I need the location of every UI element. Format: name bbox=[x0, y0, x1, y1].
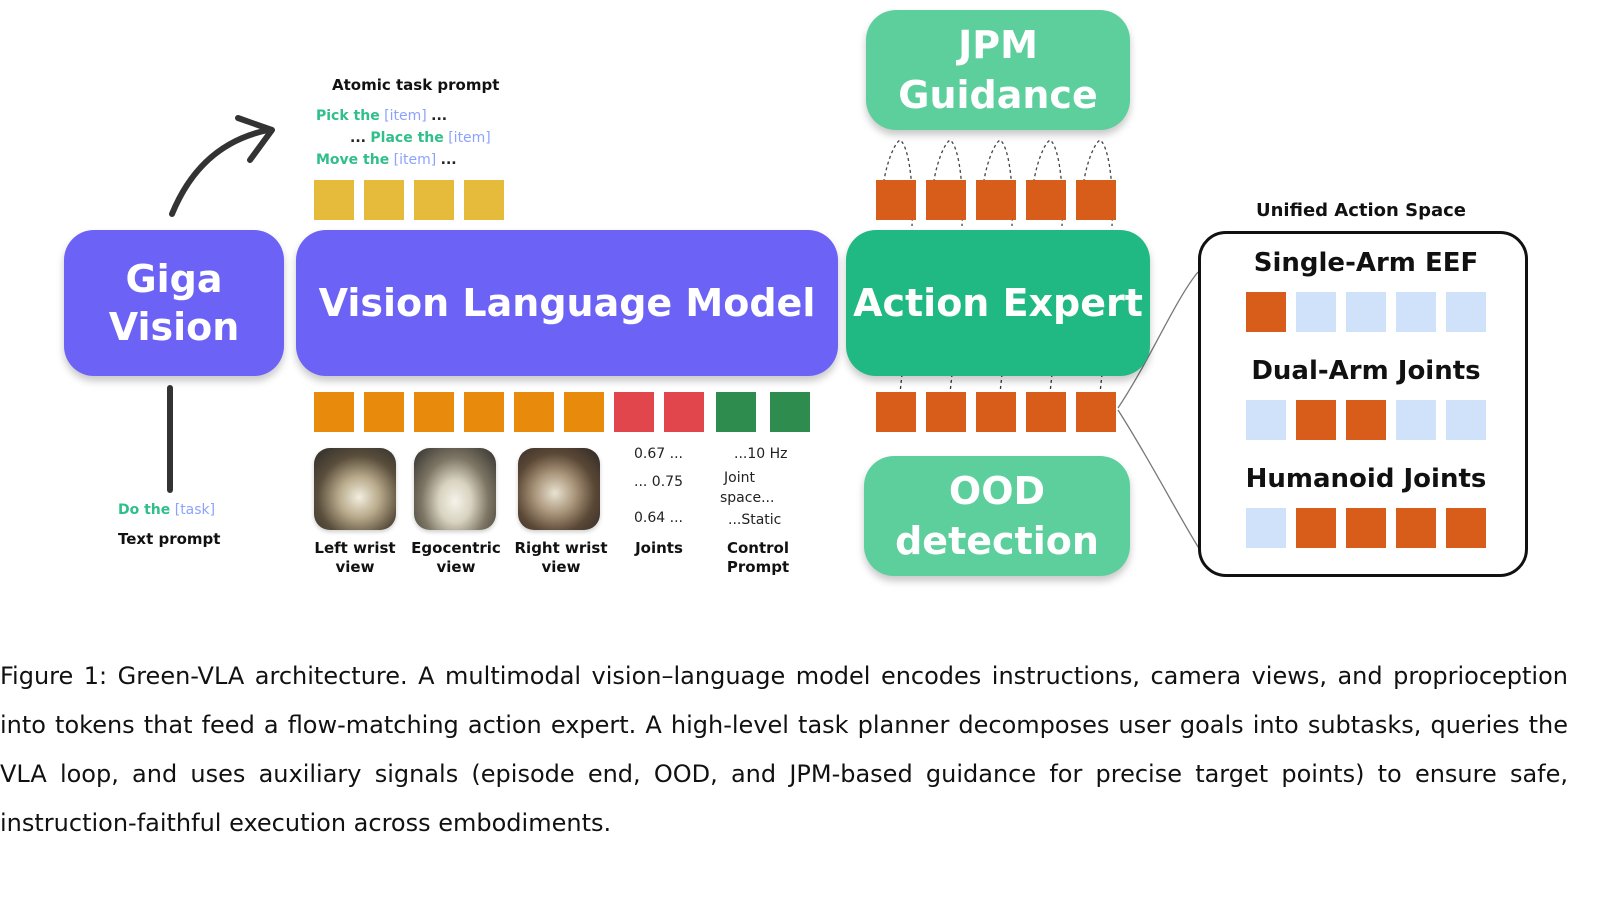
jpm-action-token bbox=[1076, 180, 1116, 220]
control-token bbox=[770, 392, 810, 432]
jpm-action-token bbox=[876, 180, 916, 220]
inactive-action-token bbox=[1446, 400, 1486, 440]
expert-action-token bbox=[1026, 392, 1066, 432]
unified-action-space-panel bbox=[1198, 231, 1528, 577]
atomic-line-3: Move the [item] ... bbox=[316, 152, 457, 168]
unified-space-connector-bottom bbox=[1117, 409, 1201, 551]
control-joint-line2: space... bbox=[720, 490, 775, 506]
egocentric-camera-image bbox=[414, 448, 496, 530]
atomic-token bbox=[364, 180, 404, 220]
giga-vision-line1: Giga bbox=[125, 257, 223, 301]
atomic-line-2-dots: ... bbox=[350, 130, 366, 146]
atomic-line-1: Pick the [item] ... bbox=[316, 108, 447, 124]
atomic-line-2-verb: Place the bbox=[370, 130, 444, 146]
vision-token bbox=[564, 392, 604, 432]
action-expert-block: Action Expert bbox=[846, 230, 1150, 376]
inactive-action-token bbox=[1296, 292, 1336, 332]
figure-caption: Figure 1: Green-VLA architecture. A mult… bbox=[0, 662, 1568, 837]
jpm-guidance-block: JPM Guidance bbox=[866, 10, 1130, 130]
giga-vision-block: Giga Vision bbox=[64, 230, 284, 376]
text-prompt-label: Text prompt bbox=[118, 530, 221, 548]
right-wrist-camera-image bbox=[518, 448, 600, 530]
expert-action-token bbox=[976, 392, 1016, 432]
unified-row-label: Humanoid Joints bbox=[1245, 464, 1487, 494]
control-token bbox=[716, 392, 756, 432]
atomic-line-2-slot: [item] bbox=[448, 130, 491, 146]
control-joint-line1: Joint bbox=[724, 470, 755, 486]
control-hz: ...10 Hz bbox=[734, 446, 788, 462]
active-action-token bbox=[1346, 508, 1386, 548]
inactive-action-token bbox=[1396, 400, 1436, 440]
atomic-line-1-dots: ... bbox=[431, 108, 448, 124]
joint-value-1: 0.67 ... bbox=[634, 446, 683, 462]
inactive-action-token bbox=[1446, 292, 1486, 332]
atomic-line-3-dots: ... bbox=[440, 152, 457, 168]
joint-value-3: 0.64 ... bbox=[634, 510, 683, 526]
left-wrist-view-label: Left wrist view bbox=[314, 539, 396, 576]
inactive-action-token bbox=[1346, 292, 1386, 332]
right-wrist-view-label: Right wrist view bbox=[514, 539, 608, 576]
atomic-line-3-verb: Move the bbox=[316, 152, 390, 168]
joint-value-2: ... 0.75 bbox=[634, 474, 683, 490]
giga-vision-line2: Vision bbox=[108, 305, 240, 349]
egocentric-view-label: Egocentric view bbox=[411, 539, 501, 576]
inactive-action-token bbox=[1246, 400, 1286, 440]
unified-space-connector-top bbox=[1117, 271, 1199, 409]
active-action-token bbox=[1446, 508, 1486, 548]
active-action-token bbox=[1346, 400, 1386, 440]
inactive-action-token bbox=[1246, 508, 1286, 548]
ood-line1: OOD bbox=[948, 469, 1046, 513]
atomic-prompt-title: Atomic task prompt bbox=[332, 76, 500, 94]
vision-token bbox=[314, 392, 354, 432]
jpm-action-token bbox=[1026, 180, 1066, 220]
text-prompt-slot: [task] bbox=[174, 502, 216, 518]
active-action-token bbox=[1296, 400, 1336, 440]
vision-token bbox=[364, 392, 404, 432]
curved-arrow-to-atomic bbox=[169, 127, 271, 217]
text-prompt-example: Do the [task] bbox=[118, 502, 215, 518]
atomic-line-2: ... Place the [item] bbox=[350, 130, 491, 146]
jpm-action-token bbox=[926, 180, 966, 220]
action-expert-label: Action Expert bbox=[853, 281, 1143, 325]
control-prompt-label-2: Prompt bbox=[726, 558, 790, 576]
vlm-label: Vision Language Model bbox=[318, 281, 816, 325]
text-prompt-verb: Do the bbox=[118, 502, 171, 518]
unified-row-label: Dual-Arm Joints bbox=[1251, 356, 1481, 386]
active-action-token bbox=[1246, 292, 1286, 332]
atomic-token bbox=[414, 180, 454, 220]
unified-row-label: Single-Arm EEF bbox=[1253, 248, 1479, 278]
control-static: ...Static bbox=[728, 512, 782, 528]
active-action-token bbox=[1396, 508, 1436, 548]
atomic-line-1-verb: Pick the bbox=[316, 108, 380, 124]
ood-line2: detection bbox=[895, 519, 1099, 563]
jpm-action-token bbox=[976, 180, 1016, 220]
jpm-line2: Guidance bbox=[898, 73, 1098, 117]
vlm-block: Vision Language Model bbox=[296, 230, 838, 376]
unified-space-title: Unified Action Space bbox=[1256, 200, 1466, 221]
ood-detection-block: OOD detection bbox=[864, 456, 1130, 576]
atomic-token bbox=[464, 180, 504, 220]
jpm-line1: JPM bbox=[958, 23, 1038, 67]
active-action-token bbox=[1296, 508, 1336, 548]
expert-action-token bbox=[926, 392, 966, 432]
inactive-action-token bbox=[1396, 292, 1436, 332]
joint-token bbox=[664, 392, 704, 432]
atomic-line-1-slot: [item] bbox=[384, 108, 427, 124]
vision-token bbox=[464, 392, 504, 432]
expert-action-token bbox=[1076, 392, 1116, 432]
vision-token bbox=[514, 392, 554, 432]
vision-token bbox=[414, 392, 454, 432]
expert-action-token bbox=[876, 392, 916, 432]
joints-label: Joints bbox=[635, 539, 683, 557]
atomic-line-3-slot: [item] bbox=[393, 152, 437, 168]
joint-token bbox=[614, 392, 654, 432]
left-wrist-camera-image bbox=[314, 448, 396, 530]
control-prompt-label-1: Control bbox=[726, 539, 789, 557]
atomic-token bbox=[314, 180, 354, 220]
